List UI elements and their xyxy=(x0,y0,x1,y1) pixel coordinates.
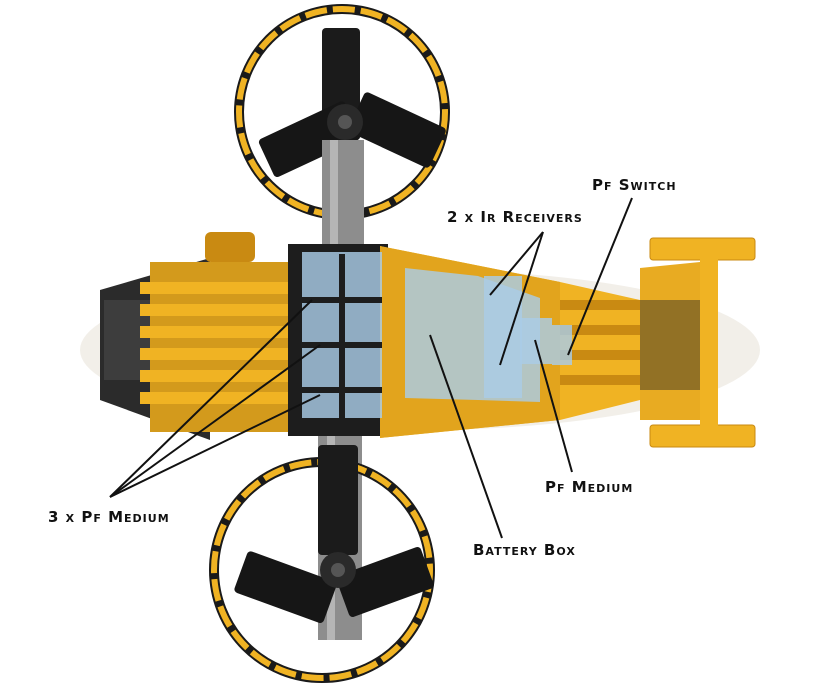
upper-rotor xyxy=(234,4,450,250)
label-3x-pf-medium: 3 x Pf Medium xyxy=(48,508,170,526)
label-ir-receivers: 2 x Ir Receivers xyxy=(447,208,583,226)
leader-lines xyxy=(109,197,633,539)
label-pf-medium: Pf Medium xyxy=(545,478,634,496)
lower-rotor xyxy=(209,430,435,683)
label-pf-switch: Pf Switch xyxy=(592,176,677,194)
label-battery-box: Battery Box xyxy=(473,541,576,559)
